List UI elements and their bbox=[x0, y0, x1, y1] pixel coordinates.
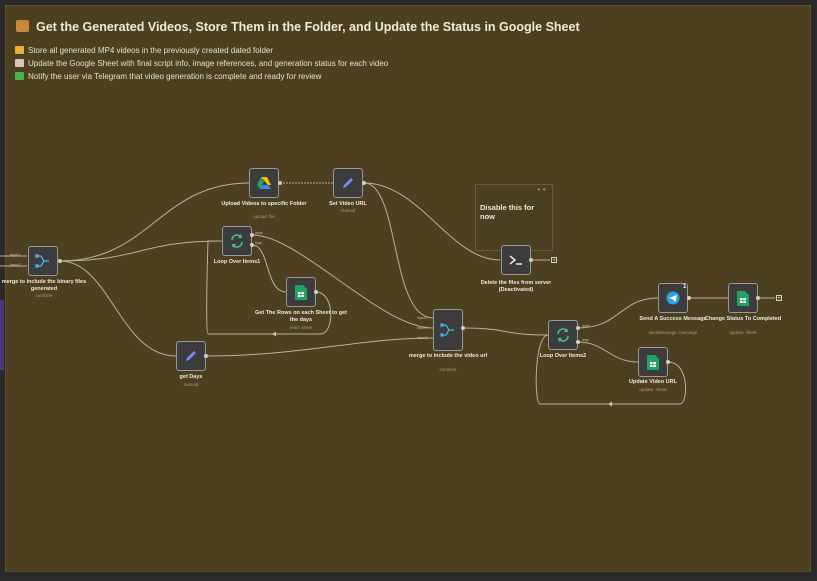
node-label: Set Video URL bbox=[329, 201, 367, 207]
port-label: Input 1 bbox=[417, 316, 428, 320]
note-bullet: Notify the user via Telegram that video … bbox=[15, 72, 321, 81]
connection bbox=[59, 240, 223, 262]
output-port-done[interactable] bbox=[576, 326, 580, 330]
merge-icon bbox=[35, 254, 49, 268]
output-port[interactable] bbox=[58, 259, 62, 263]
port-label: loop bbox=[582, 338, 589, 342]
node-label: Change Status To Completed bbox=[704, 316, 782, 322]
node-label: Loop Over Items1 bbox=[213, 259, 261, 265]
output-port[interactable] bbox=[204, 354, 208, 358]
connection bbox=[251, 244, 287, 293]
output-port-loop[interactable] bbox=[576, 340, 580, 344]
output-port[interactable] bbox=[314, 290, 318, 294]
node-loop-over-items2[interactable] bbox=[548, 320, 578, 350]
output-port[interactable] bbox=[529, 258, 533, 262]
connection bbox=[205, 337, 434, 357]
connection bbox=[251, 234, 434, 329]
node-loop-over-items1[interactable] bbox=[222, 226, 252, 256]
node-merge1[interactable] bbox=[28, 246, 58, 276]
node-get-rows[interactable] bbox=[286, 277, 316, 307]
connection bbox=[59, 182, 250, 262]
note-bullet: Store all generated MP4 videos in the pr… bbox=[15, 46, 273, 55]
folder-icon bbox=[15, 46, 24, 54]
telegram-icon bbox=[666, 291, 680, 305]
connection bbox=[206, 240, 332, 335]
output-port[interactable] bbox=[362, 181, 366, 185]
add-node-plus-icon[interactable]: + bbox=[551, 257, 557, 264]
note-title: Get the Generated Videos, Store Them in … bbox=[16, 20, 580, 34]
checkmark-icon bbox=[15, 72, 24, 80]
note-handle-icon: ● ● bbox=[537, 187, 546, 193]
node-send-telegram[interactable] bbox=[658, 283, 688, 313]
google-drive-icon bbox=[257, 177, 271, 189]
node-sublabel: manual bbox=[340, 208, 356, 213]
port-label: Input 2 bbox=[417, 326, 428, 330]
connection bbox=[462, 327, 549, 336]
node-label: Update Video URL bbox=[629, 379, 677, 385]
google-sheets-icon bbox=[647, 354, 659, 370]
loop-icon bbox=[231, 234, 243, 248]
connection bbox=[535, 334, 687, 405]
loop-icon bbox=[557, 328, 569, 342]
execution-count-badge: 1 bbox=[683, 284, 687, 290]
connection bbox=[363, 182, 434, 319]
node-label: merge to include the binary files genera… bbox=[1, 279, 87, 292]
output-port[interactable] bbox=[461, 326, 465, 330]
node-label: Get The Rows on each Sheet to get the da… bbox=[255, 310, 347, 323]
output-port[interactable] bbox=[666, 360, 670, 364]
node-sublabel: combine bbox=[439, 367, 457, 372]
package-icon bbox=[16, 20, 29, 32]
port-label: Input 1 bbox=[10, 253, 21, 257]
node-sublabel: upload: file bbox=[253, 214, 275, 219]
output-port[interactable] bbox=[756, 296, 760, 300]
google-sheets-icon bbox=[295, 284, 307, 300]
document-icon bbox=[15, 59, 24, 67]
node-label: Send A Success Message bbox=[639, 316, 707, 322]
node-label: Delete the files from server (Deactivate… bbox=[480, 280, 552, 293]
node-sublabel: read: sheet bbox=[289, 325, 313, 330]
node-change-status[interactable] bbox=[728, 283, 758, 313]
port-label: done bbox=[255, 231, 263, 235]
merge-icon bbox=[440, 323, 454, 337]
node-label: merge to include the video url bbox=[408, 353, 488, 359]
output-port[interactable] bbox=[278, 181, 282, 185]
arrow-icon bbox=[608, 401, 612, 407]
node-label: get Days bbox=[179, 374, 203, 380]
node-delete-files[interactable] bbox=[501, 245, 531, 275]
pencil-icon bbox=[343, 178, 353, 188]
arrow-icon bbox=[272, 331, 276, 337]
node-sublabel: sendMessage: message bbox=[648, 330, 698, 335]
output-port[interactable] bbox=[687, 296, 691, 300]
note-bullet: Update the Google Sheet with final scrip… bbox=[15, 59, 388, 68]
node-sublabel: combine bbox=[35, 293, 53, 298]
add-node-plus-icon[interactable]: + bbox=[776, 295, 782, 302]
port-label: done bbox=[582, 324, 590, 328]
google-sheets-icon bbox=[737, 290, 749, 306]
port-label: Input 2 bbox=[10, 263, 21, 267]
port-label: loop bbox=[255, 241, 262, 245]
node-upload[interactable] bbox=[249, 168, 279, 198]
node-sublabel: update: sheet bbox=[729, 330, 757, 335]
node-set-video-url[interactable] bbox=[333, 168, 363, 198]
terminal-icon bbox=[509, 255, 522, 265]
connection bbox=[577, 297, 659, 329]
node-update-video-url[interactable] bbox=[638, 347, 668, 377]
inner-note-text: Disable this for now bbox=[480, 203, 535, 221]
node-sublabel: update: sheet bbox=[639, 387, 667, 392]
connection bbox=[363, 182, 501, 261]
connection bbox=[59, 260, 177, 357]
node-merge2[interactable] bbox=[433, 309, 463, 351]
output-port-loop[interactable] bbox=[250, 243, 254, 247]
node-label: Loop Over Items2 bbox=[539, 353, 587, 359]
node-sublabel: manual bbox=[183, 382, 199, 387]
output-port-done[interactable] bbox=[250, 233, 254, 237]
port-label: Input 3 bbox=[417, 336, 428, 340]
connection bbox=[577, 341, 639, 363]
pencil-icon bbox=[186, 351, 196, 361]
node-get-days[interactable] bbox=[176, 341, 206, 371]
left-panel-edge bbox=[0, 300, 4, 370]
node-label: Upload Videos to specific Folder bbox=[221, 201, 307, 207]
